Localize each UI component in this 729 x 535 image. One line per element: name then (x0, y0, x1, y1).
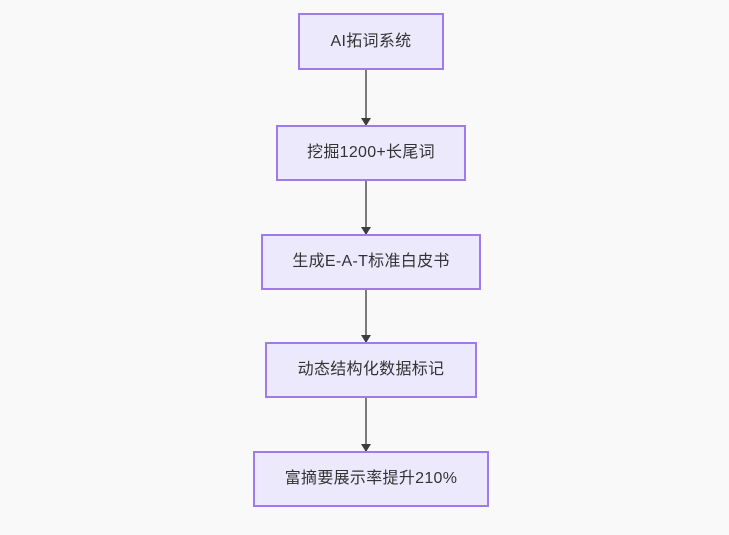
flow-node-label: 生成E-A-T标准白皮书 (292, 253, 450, 271)
connector-line (364, 398, 367, 451)
flow-node-5[interactable]: 富摘要展示率提升210% (253, 451, 489, 507)
flow-node-label: 动态结构化数据标记 (297, 361, 445, 379)
flow-node-label: 挖掘1200+长尾词 (307, 144, 435, 162)
flow-node-2[interactable]: 挖掘1200+长尾词 (276, 125, 466, 181)
arrowhead-icon (360, 227, 371, 235)
flow-node-4[interactable]: 动态结构化数据标记 (265, 342, 477, 398)
arrowhead-icon (360, 335, 371, 343)
connector-line (364, 290, 367, 342)
flow-node-label: 富摘要展示率提升210% (284, 470, 458, 488)
connector-line (364, 70, 367, 125)
flow-node-1[interactable]: AI拓词系统 (298, 13, 444, 70)
flow-node-3[interactable]: 生成E-A-T标准白皮书 (261, 234, 481, 290)
connector-line (364, 181, 367, 234)
flow-node-label: AI拓词系统 (330, 32, 412, 50)
arrowhead-icon (360, 118, 371, 126)
arrowhead-icon (360, 444, 371, 452)
